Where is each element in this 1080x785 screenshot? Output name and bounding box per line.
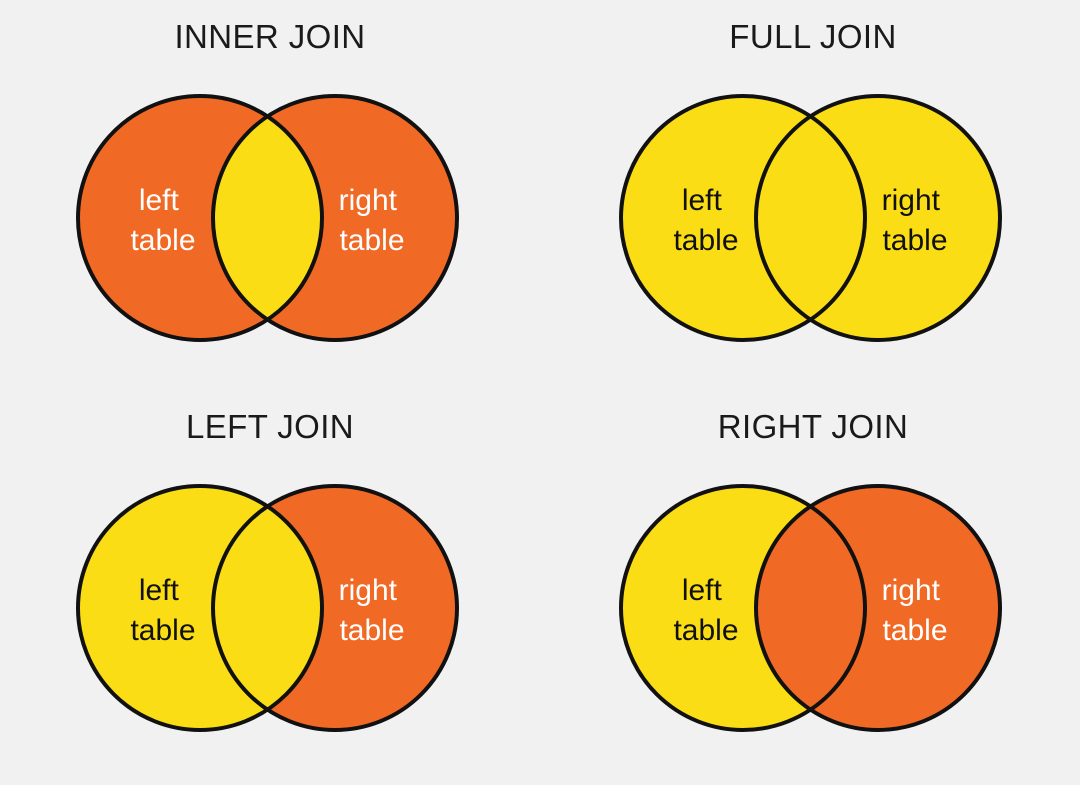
venn-overlap-region[interactable] (756, 96, 1000, 340)
venn-right-table-label: right table (339, 574, 406, 647)
venn-left-circle-outline (76, 484, 324, 732)
venn-left-table-label: left table (130, 184, 195, 257)
venn-right-circle-outline (754, 94, 1002, 342)
venn-right-table-label: right table (882, 574, 949, 647)
panel-title-left-join: LEFT JOIN (185, 408, 355, 445)
panel-title-inner-join: INNER JOIN (174, 18, 366, 55)
panel-title-full-join: FULL JOIN (729, 18, 897, 55)
venn-left-circle-outline (619, 484, 867, 732)
venn-overlap-region[interactable] (213, 486, 457, 730)
venn-right-circle-outline (211, 484, 459, 732)
venn-diagram-left-join: left table right table (10, 448, 530, 768)
venn-left-table-label: left table (673, 574, 738, 647)
venn-overlap-region[interactable] (756, 486, 1000, 730)
panel-full-join: FULL JOIN left table right (543, 0, 1080, 392)
venn-diagram-full-join: left table right table (553, 58, 1073, 378)
panel-title-right-join: RIGHT JOIN (717, 408, 909, 445)
venn-left-table-label: left table (130, 574, 195, 647)
panel-left-join: LEFT JOIN left table right (0, 390, 540, 782)
venn-right-table-label: right table (882, 184, 949, 257)
venn-right-table-label: right table (339, 184, 406, 257)
venn-left-circle-outline (619, 94, 867, 342)
venn-right-circle-outline (754, 484, 1002, 732)
venn-left-circle-outline (76, 94, 324, 342)
venn-right-circle-outline (211, 94, 459, 342)
panel-inner-join: INNER JOIN left table righ (0, 0, 540, 392)
venn-diagram-inner-join: left table right table (10, 58, 530, 378)
venn-overlap-region[interactable] (213, 96, 457, 340)
panel-right-join: RIGHT JOIN left table right (543, 390, 1080, 782)
venn-diagram-right-join: left table right table (553, 448, 1073, 768)
venn-left-table-label: left table (673, 184, 738, 257)
